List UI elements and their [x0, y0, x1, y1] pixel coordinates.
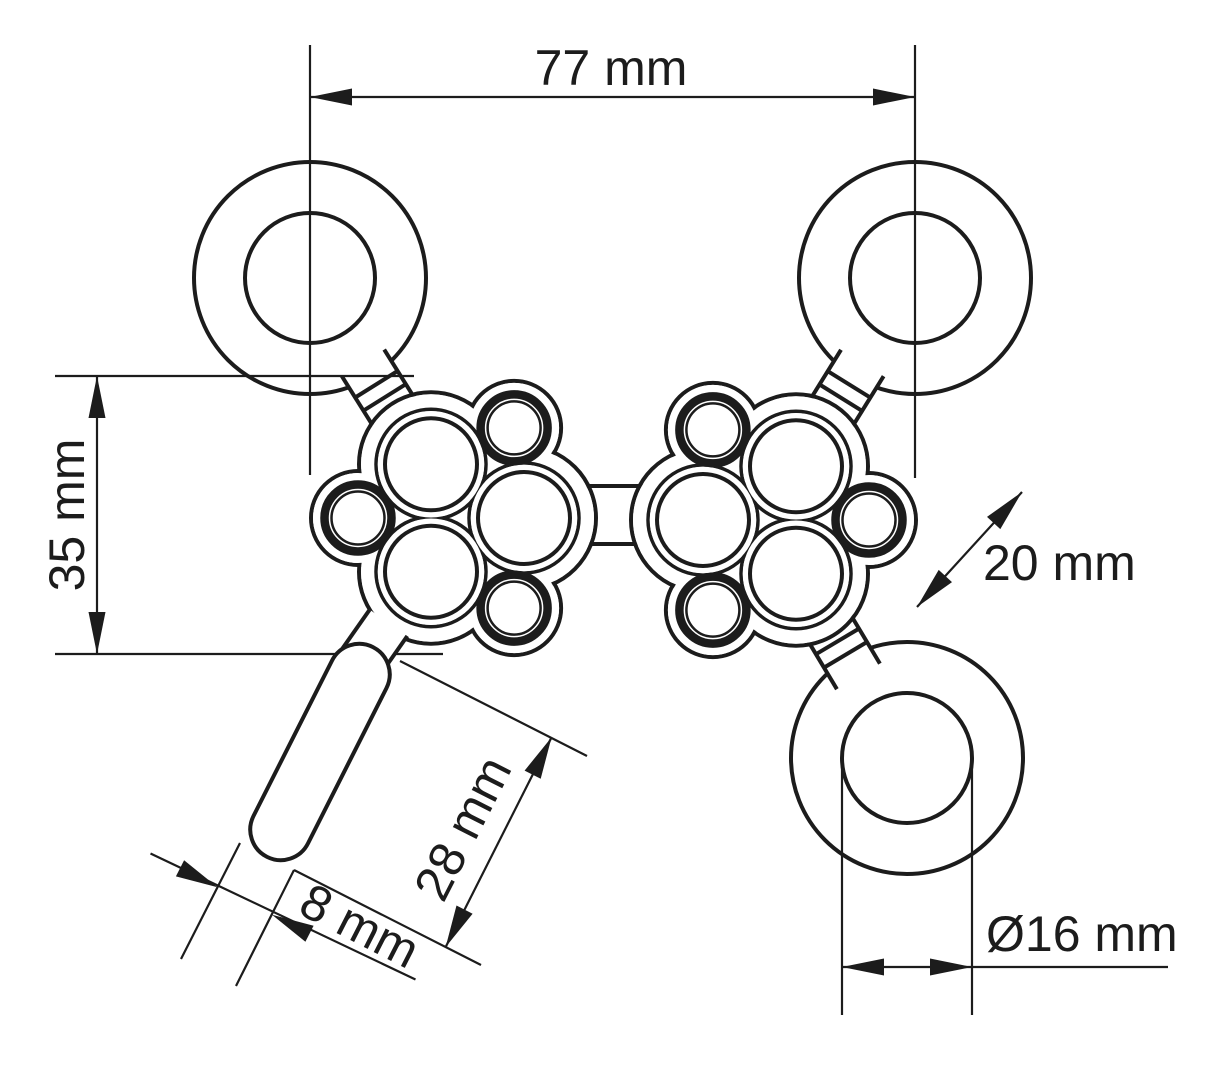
- stem-band-line: [818, 382, 864, 413]
- dimension-arrowhead: [88, 612, 106, 654]
- extension-line: [235, 869, 295, 987]
- dimension-ring-inner-diameter: Ø16 mm: [840, 758, 1178, 1015]
- dimension-arrowhead: [917, 569, 952, 607]
- dimension-joint-depth: 20 mm: [916, 491, 1136, 608]
- stem-band-line: [822, 640, 869, 670]
- dimension-arrowhead: [524, 737, 552, 779]
- locking-lever-handle: [248, 641, 392, 863]
- dimension-arrowhead: [842, 958, 884, 976]
- dimension-label-rosette-height: 35 mm: [39, 439, 95, 592]
- extension-line: [293, 869, 482, 966]
- dimension-arrowhead: [175, 860, 218, 888]
- dimension-arrowhead: [930, 958, 972, 976]
- dimension-arrowhead: [88, 376, 106, 418]
- eye-ring-bore-circle: [840, 691, 974, 825]
- stem-band-line: [814, 626, 861, 656]
- dimension-rosette-height: 35 mm: [39, 374, 414, 654]
- dimension-label-ring-inner-diameter: Ø16 mm: [986, 906, 1178, 962]
- dimension-arrowhead: [310, 88, 352, 106]
- dimension-arrowhead: [873, 88, 915, 106]
- stem-band-line: [826, 369, 872, 400]
- extension-line: [399, 660, 588, 757]
- dimension-label-overall-width: 77 mm: [535, 40, 688, 96]
- dimension-label-joint-depth: 20 mm: [983, 535, 1136, 591]
- extension-line: [180, 842, 241, 960]
- dimension-arrowhead: [445, 905, 473, 948]
- dimension-overall-width: 77 mm: [308, 40, 917, 478]
- dimension-arrowhead: [272, 914, 314, 942]
- stem-band-line: [362, 382, 407, 413]
- dimension-arrowhead: [987, 492, 1022, 530]
- eye-ring-bottom-right: [789, 640, 1025, 876]
